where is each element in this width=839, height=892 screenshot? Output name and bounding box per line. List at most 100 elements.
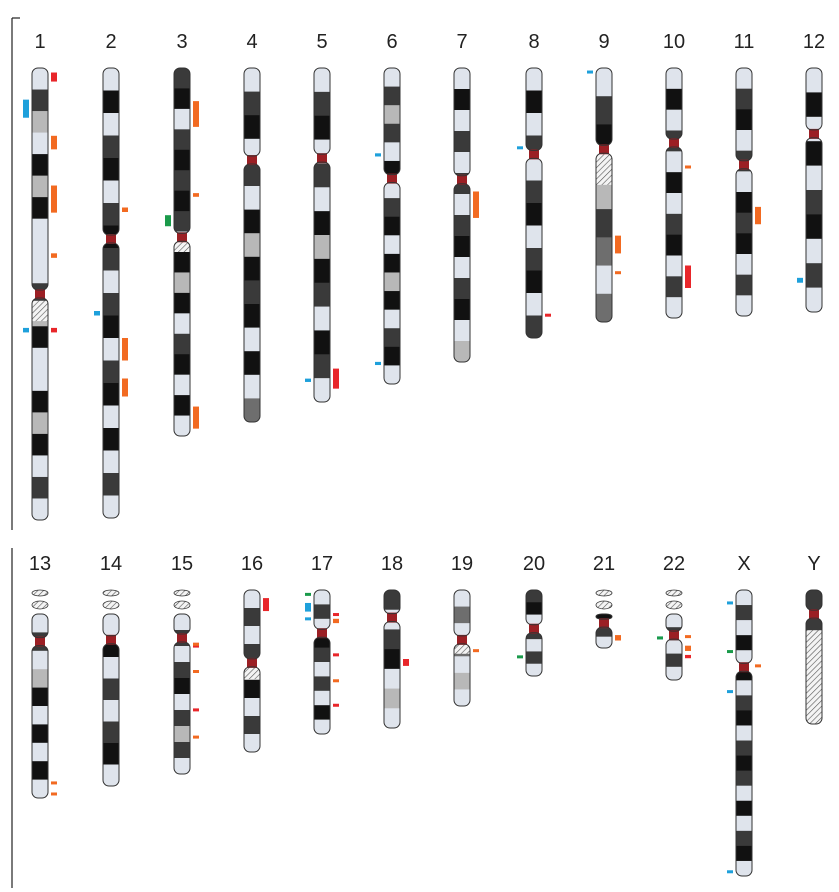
band-group xyxy=(174,614,190,774)
band xyxy=(384,142,400,162)
band xyxy=(32,650,48,670)
chromosome-14: 14 xyxy=(100,553,122,787)
q-arm-outline xyxy=(453,183,471,363)
red-locus-marker xyxy=(51,327,57,333)
band xyxy=(174,694,190,711)
band xyxy=(454,194,470,216)
band xyxy=(454,299,470,321)
band xyxy=(454,590,470,608)
band-group xyxy=(384,590,400,728)
band xyxy=(736,725,752,742)
p-arm-outline xyxy=(525,589,543,626)
band xyxy=(103,614,119,636)
band xyxy=(736,295,752,316)
band xyxy=(736,800,752,817)
orange-locus-marker xyxy=(193,642,199,646)
band xyxy=(526,248,542,271)
band xyxy=(32,326,48,349)
p-arm-outline xyxy=(805,67,823,131)
band xyxy=(454,341,470,362)
band-group xyxy=(666,614,682,680)
band xyxy=(526,225,542,249)
band xyxy=(666,640,682,655)
p-arm-outline xyxy=(243,67,261,157)
q-arm-outline xyxy=(595,626,613,649)
band-group xyxy=(314,68,330,402)
band xyxy=(244,680,260,699)
band xyxy=(244,644,260,663)
band xyxy=(736,590,752,606)
satellite-stalk xyxy=(31,600,49,610)
band xyxy=(806,92,822,118)
band xyxy=(314,378,330,402)
band xyxy=(384,708,400,728)
band xyxy=(736,770,752,787)
band xyxy=(314,354,330,379)
chromosome-label: 11 xyxy=(734,31,755,53)
q-arm-outline xyxy=(383,182,401,385)
band xyxy=(244,734,260,753)
band xyxy=(454,606,470,624)
band xyxy=(596,625,612,638)
q-arm-outline xyxy=(102,242,120,519)
chromosome-label: 5 xyxy=(316,31,327,53)
band-group xyxy=(596,68,612,322)
orange-locus-marker xyxy=(615,635,621,641)
chromosome-label: 2 xyxy=(105,31,116,53)
chromosome-label: 15 xyxy=(171,553,193,575)
band xyxy=(244,398,260,422)
band xyxy=(32,132,48,155)
band xyxy=(384,272,400,292)
band xyxy=(384,668,400,690)
band xyxy=(103,338,119,361)
band xyxy=(174,68,190,89)
band xyxy=(32,89,48,112)
heterochromatin-band xyxy=(174,240,190,252)
orange-locus-marker xyxy=(333,679,339,683)
centromere xyxy=(247,155,257,166)
band xyxy=(666,276,682,298)
chromosome-label: 10 xyxy=(663,31,685,53)
band xyxy=(32,706,48,725)
centromere xyxy=(247,657,257,668)
q-arm-outline xyxy=(805,137,823,313)
orange-locus-marker xyxy=(51,792,57,796)
band xyxy=(174,614,190,631)
p-arm-outline xyxy=(595,67,613,146)
band-group xyxy=(314,590,330,735)
band xyxy=(244,327,260,352)
chromosome-9: 9 xyxy=(587,31,621,323)
p-arm-outline xyxy=(102,67,120,236)
centromere xyxy=(106,634,116,645)
band xyxy=(174,129,190,151)
band xyxy=(736,815,752,832)
band xyxy=(314,163,330,188)
band xyxy=(736,695,752,711)
blue-locus-marker xyxy=(517,146,523,150)
band xyxy=(736,233,752,255)
band xyxy=(736,68,752,90)
band xyxy=(526,315,542,338)
band xyxy=(32,240,48,263)
band-group xyxy=(103,614,119,786)
band xyxy=(174,170,190,192)
band xyxy=(806,238,822,264)
chromosome-label: 20 xyxy=(523,553,545,575)
band xyxy=(244,351,260,376)
red-locus-marker xyxy=(333,703,339,707)
p-arm-outline xyxy=(525,67,543,151)
band xyxy=(32,111,48,134)
q-arm-outline xyxy=(595,152,613,323)
band xyxy=(384,68,400,88)
band xyxy=(736,254,752,276)
blue-locus-marker xyxy=(375,153,381,157)
band xyxy=(32,433,48,456)
band xyxy=(174,190,190,212)
band xyxy=(32,498,48,520)
centromere xyxy=(106,234,116,244)
centromere xyxy=(317,153,327,164)
centromere xyxy=(599,618,609,629)
band xyxy=(103,203,119,226)
band xyxy=(666,297,682,318)
band xyxy=(174,710,190,727)
